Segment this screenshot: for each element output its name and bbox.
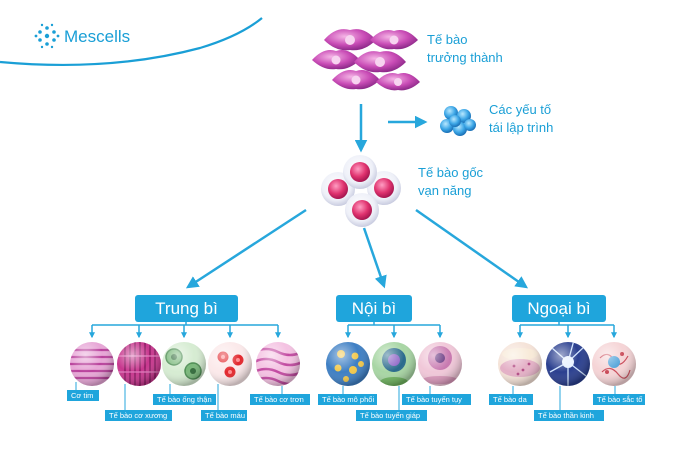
mesoderm-distribution (89, 322, 281, 339)
brand-logo: Mescells (34, 23, 130, 49)
label-pigment: Tế bào sắc tố (593, 394, 645, 405)
blood-cell (208, 342, 252, 386)
mesoderm-box: Trung bì (135, 295, 238, 322)
label-pigment-text: Tế bào sắc tố (597, 395, 643, 404)
brand-swoosh (0, 17, 263, 67)
label-pancreas-text: Tế bào tuyến tụy (406, 395, 462, 404)
label-kidney-tubule: Tế bào ống thận (153, 394, 216, 405)
skeletal-muscle-cell (117, 342, 161, 386)
label-skeletal-muscle: Tế bào cơ xương (105, 410, 172, 421)
label-heart-muscle: Cơ tim (67, 390, 99, 401)
pluripotent-stem-cell-cluster (321, 155, 401, 227)
mature-cell-cluster (312, 29, 420, 91)
endoderm-label: Nội bì (352, 299, 396, 318)
neuron-cell (546, 342, 590, 386)
thyroid-cell (372, 342, 416, 386)
stem-cell-label-line2: vạn năng (418, 183, 472, 198)
mature-cell-label-line1: Tế bào (427, 32, 467, 47)
label-neuron-text: Tế bào thần kinh (538, 411, 594, 420)
arrow-to-mesoderm (185, 208, 307, 289)
label-lung-tissue-text: Tế bào mô phổi (322, 395, 374, 404)
mature-cell-label-line2: trưởng thành (427, 50, 503, 65)
arrow-to-endoderm (362, 227, 387, 289)
label-skin: Tế bào da (489, 394, 533, 405)
label-blood-text: Tế bào máu (205, 411, 245, 420)
endoderm-distribution (345, 322, 443, 339)
smooth-muscle-cell (256, 342, 300, 386)
arrow-to-ectoderm (415, 208, 529, 289)
label-smooth-muscle-text: Tế bào cơ trơn (254, 395, 304, 404)
label-skin-text: Tế bào da (493, 395, 528, 404)
mesoderm-label: Trung bì (155, 299, 218, 318)
label-smooth-muscle: Tế bào cơ trơn (250, 394, 310, 405)
cell-label-connectors (75, 382, 616, 410)
label-neuron: Tế bào thần kinh (534, 410, 604, 421)
label-thyroid-text: Tế bào tuyến giáp (360, 411, 420, 420)
pancreas-cell (418, 342, 462, 386)
label-blood: Tế bào máu (201, 410, 247, 421)
ectoderm-distribution (517, 322, 617, 339)
label-kidney-tubule-text: Tế bào ống thận (157, 395, 212, 404)
stem-cell-label-line1: Tế bào gốc (418, 165, 484, 180)
kidney-tubule-cell (162, 342, 206, 386)
heart-muscle-cell (70, 342, 114, 386)
mescells-cell-cluster-icon (34, 23, 60, 49)
label-pancreas: Tế bào tuyến tụy (402, 394, 471, 405)
label-skeletal-muscle-text: Tế bào cơ xương (109, 411, 167, 420)
ectoderm-box: Ngoại bì (512, 295, 606, 322)
label-heart-muscle-text: Cơ tim (71, 391, 93, 400)
ectoderm-label: Ngoại bì (527, 299, 590, 318)
pigment-cell (592, 342, 636, 386)
label-lung-tissue: Tế bào mô phổi (318, 394, 377, 405)
factors-label-line2: tái lập trình (489, 120, 553, 135)
brand-name: Mescells (64, 27, 130, 46)
endoderm-box: Nội bì (336, 295, 412, 322)
skin-cell (498, 342, 542, 386)
reprogramming-factors-cluster (440, 106, 476, 136)
label-thyroid: Tế bào tuyến giáp (356, 410, 427, 421)
factors-label-line1: Các yếu tố (489, 102, 551, 117)
lung-tissue-cell (326, 342, 370, 386)
